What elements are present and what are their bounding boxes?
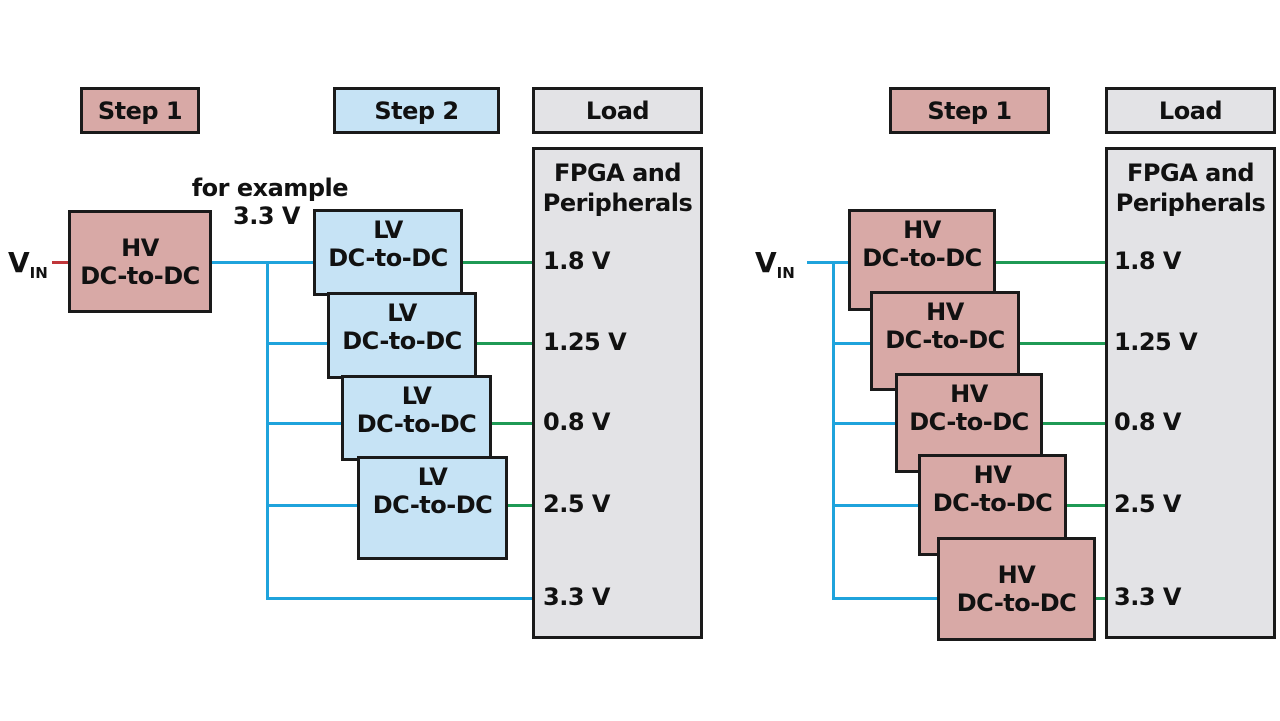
right-rail-2: 1.25 V	[1114, 328, 1198, 356]
left-rail-4: 2.5 V	[543, 490, 610, 518]
left-step1-text: Step 1	[97, 96, 183, 125]
left-branch-wire-2	[266, 342, 328, 345]
left-rail-1: 1.8 V	[543, 247, 610, 275]
left-step2-label: Step 2	[333, 87, 500, 134]
right-vin-label: VIN	[755, 246, 795, 282]
left-branch-wire-5-direct	[266, 597, 533, 600]
left-bus-wire	[210, 261, 318, 264]
right-branch-wire-2	[832, 342, 872, 345]
right-branch-wire-4	[832, 504, 920, 507]
left-hv-converter: HV DC-to-DC	[68, 210, 212, 313]
left-output-wire-4	[506, 504, 533, 507]
right-output-wire-3	[1041, 422, 1106, 425]
left-load-label: Load	[532, 87, 703, 134]
left-branch-wire-4	[266, 504, 358, 507]
note-line2: 3.3 V	[233, 202, 300, 230]
right-vin-wire	[807, 261, 850, 264]
left-rail-5: 3.3 V	[543, 583, 610, 611]
converter-type: HV	[121, 233, 159, 262]
left-rail-3: 0.8 V	[543, 408, 610, 436]
right-step1-label: Step 1	[889, 87, 1050, 134]
right-load-block: FPGA and Peripherals	[1105, 147, 1276, 639]
left-branch-wire-3	[266, 422, 342, 425]
right-step1-text: Step 1	[927, 96, 1012, 125]
right-rail-5: 3.3 V	[1114, 583, 1181, 611]
left-vin-wire	[52, 261, 69, 264]
right-output-wire-1	[994, 261, 1106, 264]
left-step1-label: Step 1	[80, 87, 200, 134]
right-bus-vertical-wire	[832, 261, 835, 600]
left-step2-text: Step 2	[374, 96, 459, 125]
left-load-title: FPGA and Peripherals	[542, 159, 693, 217]
right-output-wire-2	[1018, 342, 1106, 345]
right-load-title: FPGA and Peripherals	[1115, 159, 1266, 217]
converter-desc: DC-to-DC	[80, 261, 200, 290]
left-rail-2: 1.25 V	[543, 328, 627, 356]
right-branch-wire-5	[832, 597, 939, 600]
right-branch-wire-3	[832, 422, 897, 425]
left-output-wire-3	[490, 422, 533, 425]
right-rail-1: 1.8 V	[1114, 247, 1181, 275]
left-output-wire-1	[461, 261, 533, 264]
right-rail-3: 0.8 V	[1114, 408, 1181, 436]
right-load-text: Load	[1158, 96, 1223, 125]
left-bus-vertical-wire	[266, 261, 269, 600]
note-line1: for example	[191, 174, 349, 202]
left-load-block: FPGA and Peripherals	[532, 147, 703, 639]
left-output-wire-2	[475, 342, 533, 345]
right-rail-4: 2.5 V	[1114, 490, 1181, 518]
left-vin-label: VIN	[8, 246, 48, 282]
right-load-label: Load	[1105, 87, 1276, 134]
right-output-wire-5	[1094, 597, 1106, 600]
right-output-wire-4	[1065, 504, 1106, 507]
left-intermediate-voltage-note: for example 3.3 V	[180, 174, 349, 230]
left-load-text: Load	[585, 96, 650, 125]
